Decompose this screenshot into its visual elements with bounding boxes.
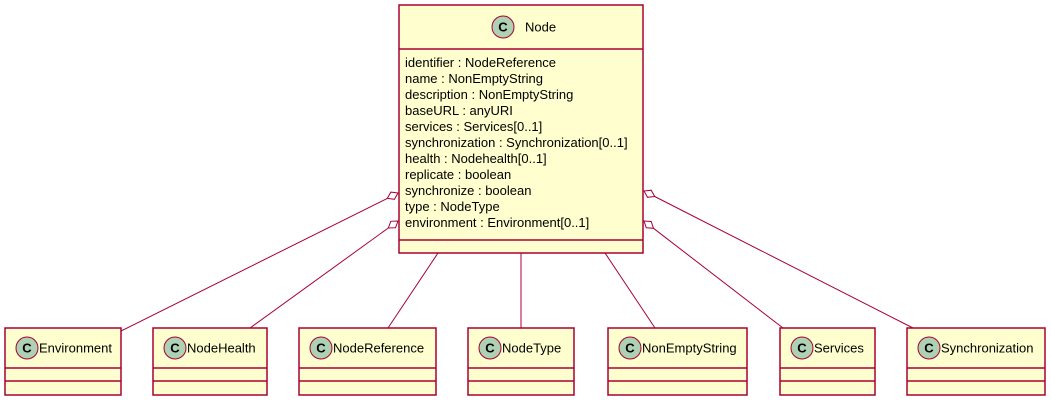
class-icon: [790, 336, 814, 360]
edge-node-environment: [120, 197, 388, 332]
class-icon: [917, 336, 941, 360]
edge-node-services: [653, 227, 784, 329]
class-attribute: environment : Environment[0..1]: [405, 215, 589, 230]
class-box: [398, 4, 644, 254]
class-icon-letter: C: [316, 341, 326, 356]
class-icon-letter: C: [498, 20, 508, 35]
class-services: C Services: [779, 327, 876, 396]
class-attribute: synchronize : boolean: [405, 183, 531, 198]
class-icon: [15, 336, 39, 360]
class-icon-letter: C: [170, 341, 180, 356]
edge-node-synchronization: [654, 196, 914, 329]
class-attribute: replicate : boolean: [405, 167, 511, 182]
class-box: [779, 327, 876, 396]
class-icon: [163, 336, 187, 360]
aggregation-diamond-synchronization: [643, 189, 656, 198]
class-icon-letter: C: [485, 341, 495, 356]
class-icon: [491, 15, 515, 39]
class-node: C Node identifier : NodeReference name :…: [398, 4, 644, 254]
aggregation-diamond-services: [643, 220, 655, 229]
class-icon: [478, 336, 502, 360]
class-synchronization: C Synchronization: [906, 327, 1046, 396]
class-name: Synchronization: [941, 341, 1034, 356]
aggregation-diamond-nodehealth: [387, 220, 399, 229]
class-icon: [309, 336, 333, 360]
class-icon-letter: C: [22, 341, 32, 356]
class-name: Environment: [39, 341, 112, 356]
class-box: [467, 327, 575, 396]
class-attribute: identifier : NodeReference: [405, 55, 556, 70]
class-name: Services: [814, 341, 864, 356]
class-icon-letter: C: [924, 341, 934, 356]
class-nodetype: C NodeType: [467, 327, 575, 396]
class-attribute: type : NodeType: [405, 199, 500, 214]
class-icon-letter: C: [625, 341, 635, 356]
class-attribute: services : Services[0..1]: [405, 119, 542, 134]
class-name: NodeHealth: [187, 341, 256, 356]
class-name: NodeType: [502, 341, 561, 356]
edge-node-nodereference: [387, 252, 439, 329]
edge-node-nodehealth: [249, 227, 389, 329]
class-attribute: description : NonEmptyString: [405, 87, 573, 102]
class-name: NodeReference: [333, 341, 424, 356]
class-environment: C Environment: [4, 327, 122, 396]
class-name: NonEmptyString: [642, 341, 737, 356]
edge-node-nonemptystring: [604, 252, 656, 329]
class-icon: [618, 336, 642, 360]
class-attribute: health : Nodehealth[0..1]: [405, 151, 547, 166]
class-attribute: name : NonEmptyString: [405, 71, 543, 86]
class-attribute: baseURL : anyURI: [405, 103, 513, 118]
class-icon-letter: C: [797, 341, 807, 356]
class-nodereference: C NodeReference: [298, 327, 437, 396]
aggregation-diamond-environment: [386, 191, 399, 200]
class-nonemptystring: C NonEmptyString: [607, 327, 748, 396]
class-attribute: synchronization : Synchronization[0..1]: [405, 135, 628, 150]
class-nodehealth: C NodeHealth: [152, 327, 268, 396]
edges: [120, 189, 914, 332]
class-name: Node: [525, 20, 556, 35]
